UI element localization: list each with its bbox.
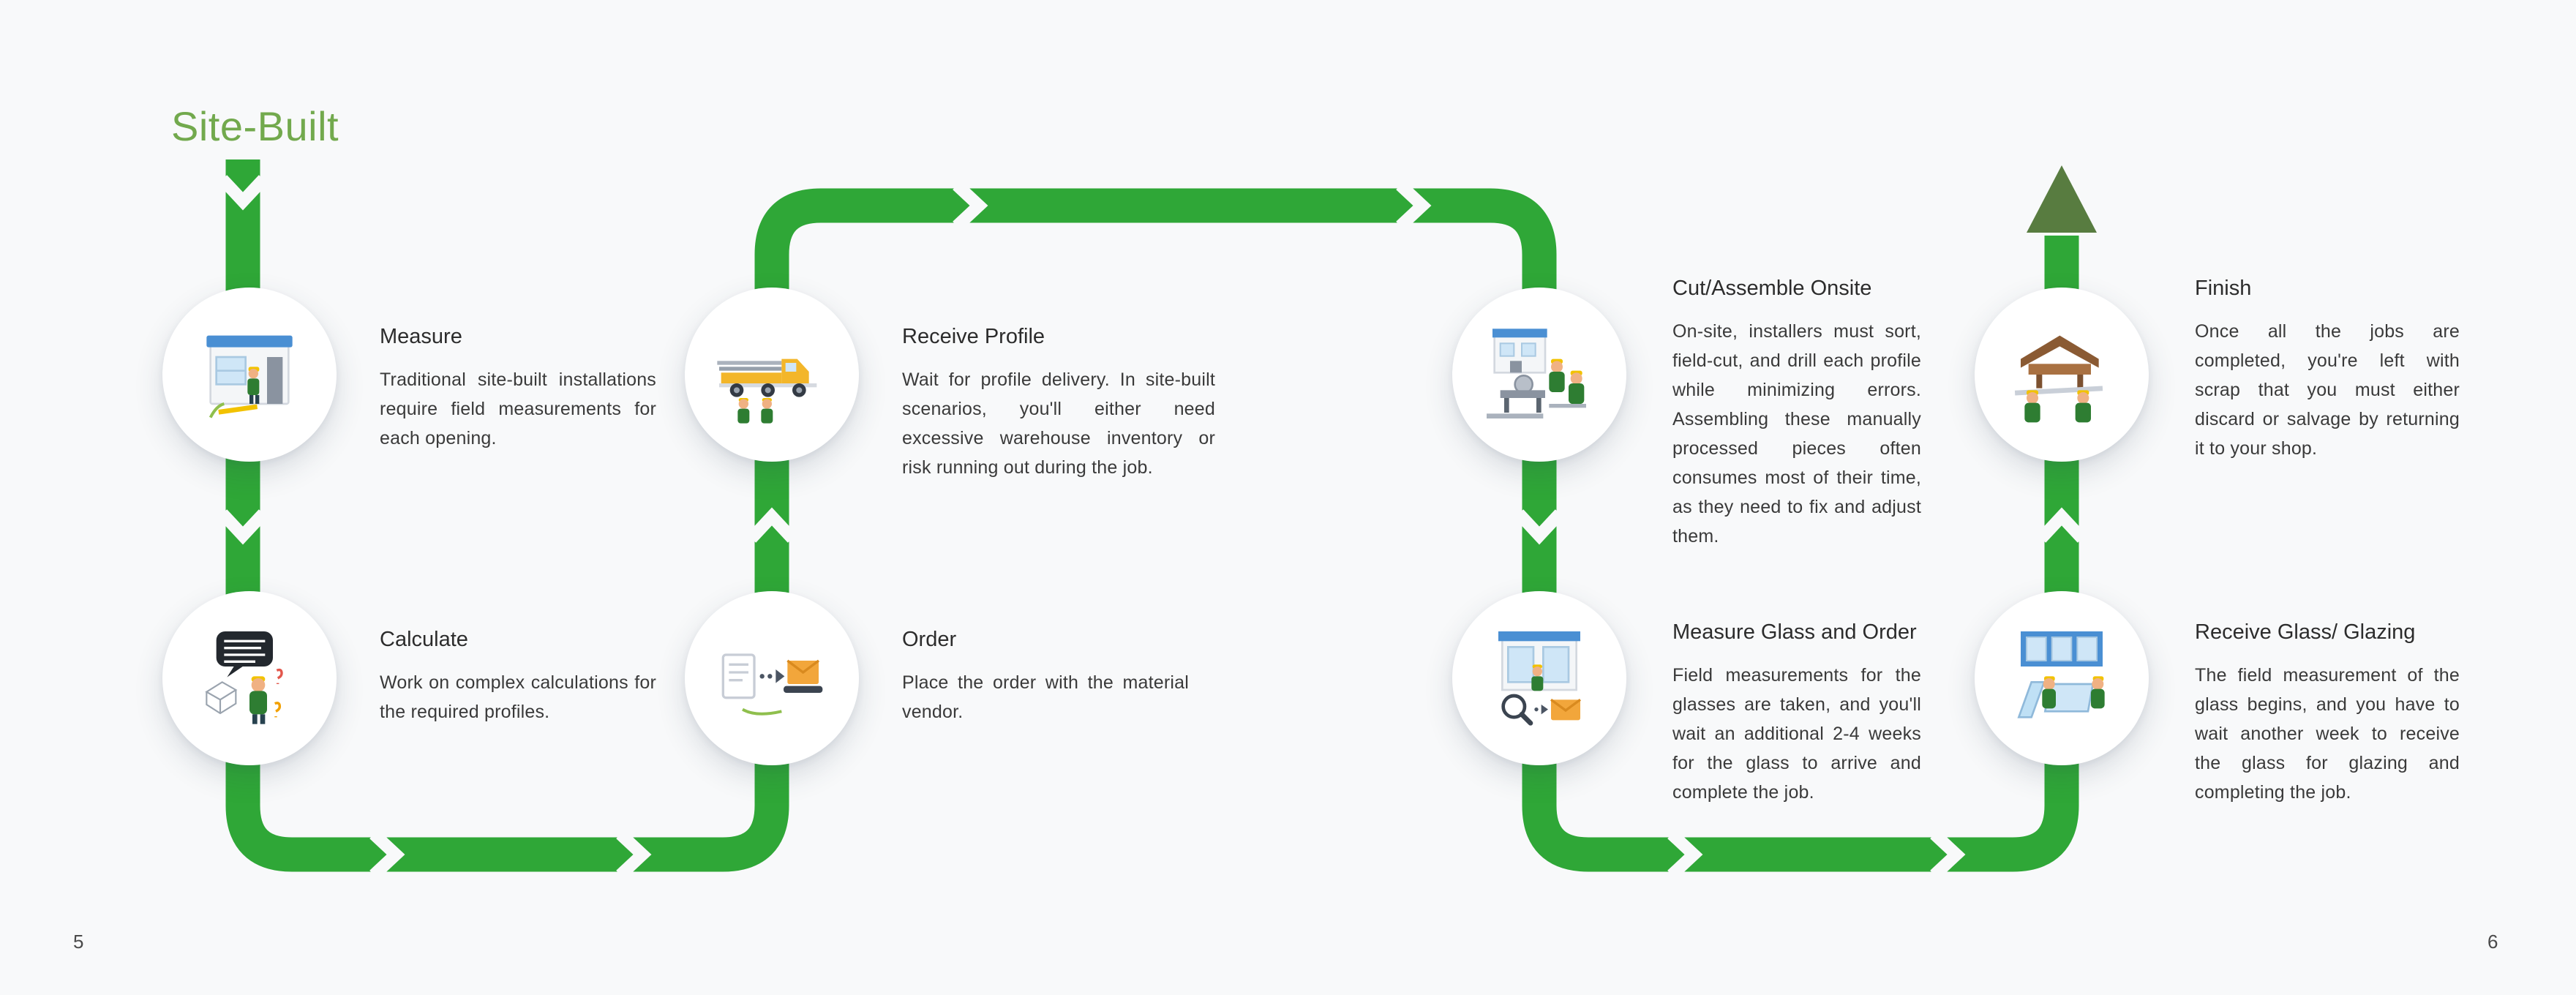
- glass-measure-order-illustration: [1498, 631, 1581, 726]
- chevron-down-icon: [217, 175, 269, 211]
- step-description: Place the order with the material vendor…: [902, 672, 1189, 722]
- finish-scrap-illustration: [2014, 335, 2103, 423]
- step-circle-receive-profile: [685, 288, 859, 462]
- delivery-truck-illustration: [717, 358, 817, 424]
- step-circle-receive-glass: [1975, 591, 2149, 765]
- step-title: Receive Glass/ Glazing: [2195, 620, 2416, 644]
- step-description: On-site, installers must sort, field-cut…: [1672, 321, 1921, 547]
- step-title: Cut/Assemble Onsite: [1672, 277, 1872, 300]
- step-circle-calculate: [162, 591, 337, 765]
- chevron-up-icon: [2036, 507, 2087, 543]
- step-description: Field measurements for the glasses are t…: [1672, 665, 1921, 803]
- chevron-down-icon: [217, 509, 269, 545]
- step-block-receive-profile: Receive Profile Wait for profile deliver…: [902, 325, 1215, 482]
- order-envelope-illustration: [721, 653, 823, 716]
- chevron-right-icon: [1667, 829, 1703, 880]
- step-title: Measure: [380, 325, 462, 348]
- step-title: Receive Profile: [902, 325, 1045, 348]
- step-block-cut-assemble: Cut/Assemble Onsite On-site, installers …: [1672, 277, 1921, 551]
- step-circle-order: [685, 591, 859, 765]
- step-title: Measure Glass and Order: [1672, 620, 1917, 644]
- chevron-right-icon: [953, 180, 988, 231]
- flow-chevron-arrows: [217, 175, 2087, 880]
- chevron-right-icon: [1930, 829, 1966, 880]
- step-block-finish: Finish Once all the jobs are completed, …: [2195, 277, 2460, 463]
- step-description: Work on complex calculations for the req…: [380, 672, 656, 722]
- page-title: Site-Built: [171, 103, 339, 149]
- page-number-right: 6: [2487, 931, 2498, 953]
- step-block-order: Order Place the order with the material …: [902, 628, 1189, 726]
- chevron-up-icon: [746, 507, 797, 543]
- flow-ribbon: [225, 159, 2079, 872]
- chevron-right-icon: [616, 829, 652, 880]
- step-description: The field measurement of the glass begin…: [2195, 665, 2460, 803]
- step-circle-finish: [1975, 288, 2149, 462]
- chevron-right-icon: [369, 829, 405, 880]
- glass-delivery-illustration: [2017, 631, 2105, 718]
- step-block-calculate: Calculate Work on complex calculations f…: [380, 628, 656, 726]
- cutting-assembly-illustration: [1487, 328, 1586, 418]
- step-description: Once all the jobs are completed, you're …: [2195, 321, 2460, 459]
- page-number-left: 5: [73, 931, 84, 953]
- flow-end-arrowhead-icon: [2027, 165, 2097, 233]
- step-title: Order: [902, 628, 957, 651]
- step-title: Finish: [2195, 277, 2252, 300]
- step-circle-measure: [162, 288, 337, 462]
- step-title: Calculate: [380, 628, 468, 651]
- chevron-down-icon: [1514, 509, 1565, 545]
- step-description: Traditional site-built installations req…: [380, 369, 656, 448]
- step-block-receive-glass: Receive Glass/ Glazing The field measure…: [2195, 620, 2460, 807]
- step-circle-cut-assemble: [1452, 288, 1626, 462]
- step-block-measure: Measure Traditional site-built installat…: [380, 325, 656, 453]
- calculation-person-illustration: [205, 631, 283, 724]
- step-circle-measure-glass: [1452, 591, 1626, 765]
- chevron-right-icon: [1396, 180, 1432, 231]
- storefront-measuring-illustration: [206, 335, 293, 418]
- step-description: Wait for profile delivery. In site-built…: [902, 369, 1215, 478]
- step-block-measure-glass: Measure Glass and Order Field measuremen…: [1672, 620, 1921, 807]
